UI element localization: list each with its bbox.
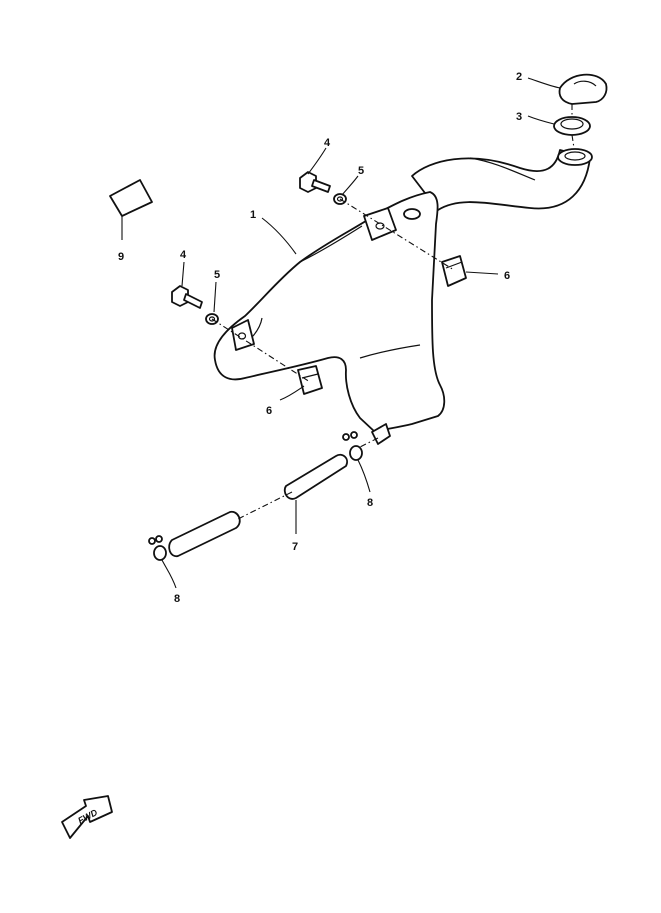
callout-4-lower: 4 [180,249,187,261]
callout-8-lower: 8 [174,593,180,605]
assembly-line-spout [357,437,379,449]
leader-8-upper [357,459,371,493]
leader-8-lower [161,559,177,589]
leader-5-lower [213,281,217,313]
cap-gasket [553,116,591,136]
bolt-lower [171,285,203,309]
hose-upper [283,453,348,500]
hose-lower [168,510,241,558]
leader-1 [261,217,297,255]
filler-neck-opening [557,148,593,166]
assembly-line-upper-bolt [339,198,455,271]
fwd-arrow-icon: FWD [61,795,113,839]
leader-5-upper [341,175,359,196]
leader-2 [527,77,561,89]
callout-7: 7 [292,541,298,553]
callout-4-upper: 4 [324,137,331,149]
nut-clip-right [441,255,467,287]
callout-6-center: 6 [266,405,272,417]
callout-5-lower: 5 [214,269,220,281]
bolt-upper [299,171,331,193]
leader-6-center [279,385,305,401]
hose-clip-upper [342,431,363,461]
callout-3: 3 [516,111,522,123]
hose-clip-lower [148,535,167,561]
nut-clip-center [297,365,323,395]
callout-2: 2 [516,71,522,83]
callout-8-upper: 8 [367,497,373,509]
assembly-line-gasket [571,134,575,149]
callout-6-right: 6 [504,270,510,282]
filler-neck-inner [564,151,586,161]
leader-4-lower [181,261,185,287]
tank-body [213,149,591,445]
assembly-line-lower-bolt [211,318,311,383]
filler-cap [558,73,608,105]
assembly-line-hoses [235,491,293,521]
callout-1: 1 [250,209,256,221]
label-plate [109,179,153,217]
callout-9: 9 [118,251,124,263]
leader-4-upper [307,147,327,175]
leader-3 [527,115,555,125]
leader-6-right [465,271,499,275]
callout-5-upper: 5 [358,165,364,177]
